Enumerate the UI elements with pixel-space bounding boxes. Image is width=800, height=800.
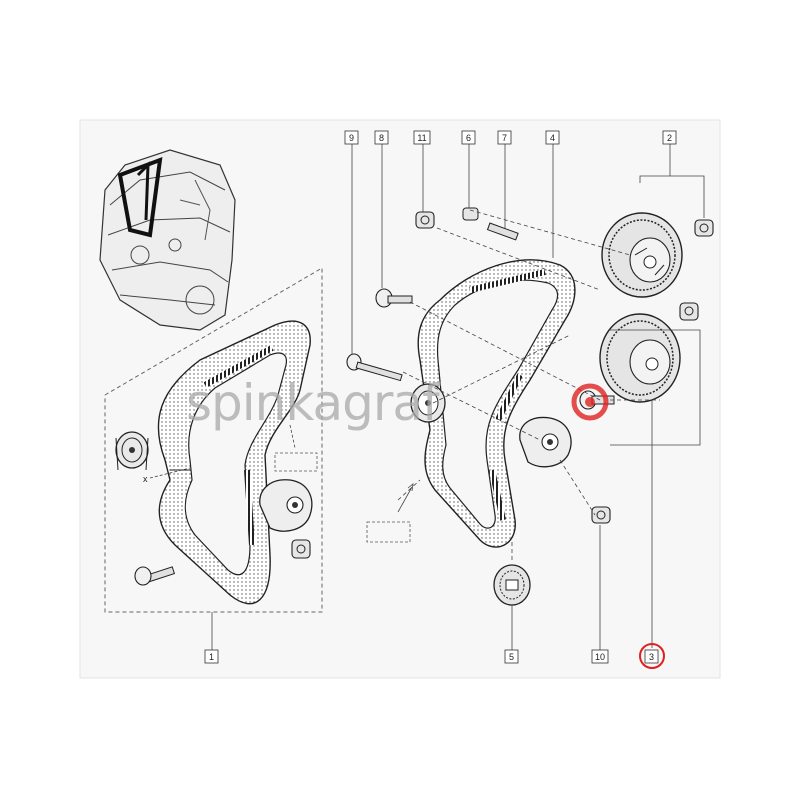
watermark-logo-icon [571, 383, 609, 421]
callout-10: 10 [591, 649, 609, 664]
x-mark: x [143, 474, 148, 484]
svg-text:7: 7 [502, 133, 507, 143]
crankshaft-sprocket-part-5 [493, 564, 531, 606]
callout-3-highlight [639, 643, 665, 669]
assembly-outline [104, 267, 323, 613]
nut-part-11 [415, 211, 435, 229]
stud-part-7 [486, 222, 519, 241]
callout-1: 1 [204, 649, 219, 664]
leader-lines [211, 144, 671, 650]
idler-pulley-exploded [410, 383, 446, 423]
svg-text:9: 9 [349, 133, 354, 143]
callout-8: 8 [374, 130, 389, 145]
stud-part-6 [462, 207, 479, 221]
callout-5: 5 [504, 649, 519, 664]
svg-text:spinkagraf: spinkagraf [186, 374, 441, 432]
camshaft-pulley-part-2 [601, 212, 683, 298]
callout-3: 3 [644, 649, 659, 664]
watermark: spinkagraf [186, 374, 609, 432]
callout-7: 7 [497, 130, 512, 145]
bolt-part-9 [346, 353, 403, 382]
callout-2-bracket [639, 175, 705, 218]
tensioner-assembled [259, 479, 313, 559]
callout-4: 4 [545, 130, 560, 145]
callout-11: 11 [413, 130, 431, 145]
idler-pulley-assembled [115, 431, 149, 471]
tensioner-exploded [519, 416, 572, 468]
svg-text:3: 3 [649, 652, 654, 662]
callout-2: 2 [662, 130, 677, 145]
svg-text:1: 1 [209, 652, 214, 662]
reference-box-left [274, 452, 318, 472]
camshaft-pulley-part-3 [599, 313, 681, 403]
svg-text:2: 2 [667, 133, 672, 143]
svg-text:5: 5 [509, 652, 514, 662]
callout-9: 9 [344, 130, 359, 145]
camshaft-nut-lower [679, 302, 699, 321]
assembled-timing-belt [157, 320, 311, 605]
callout-3-bracket [610, 329, 701, 446]
svg-text:6: 6 [466, 133, 471, 143]
bolt-assembled [134, 566, 176, 586]
svg-text:4: 4 [550, 133, 555, 143]
svg-text:10: 10 [595, 652, 605, 662]
svg-text:8: 8 [379, 133, 384, 143]
reference-box-center [366, 521, 411, 543]
nut-part-10 [591, 506, 611, 524]
alignment-lines [397, 209, 660, 560]
camshaft-nut-upper [694, 219, 714, 237]
engine-thumbnail [99, 149, 236, 331]
bolt-part-8 [375, 288, 413, 308]
callout-6: 6 [461, 130, 476, 145]
timing-belt-part-4 [417, 259, 576, 548]
svg-text:11: 11 [417, 133, 426, 143]
